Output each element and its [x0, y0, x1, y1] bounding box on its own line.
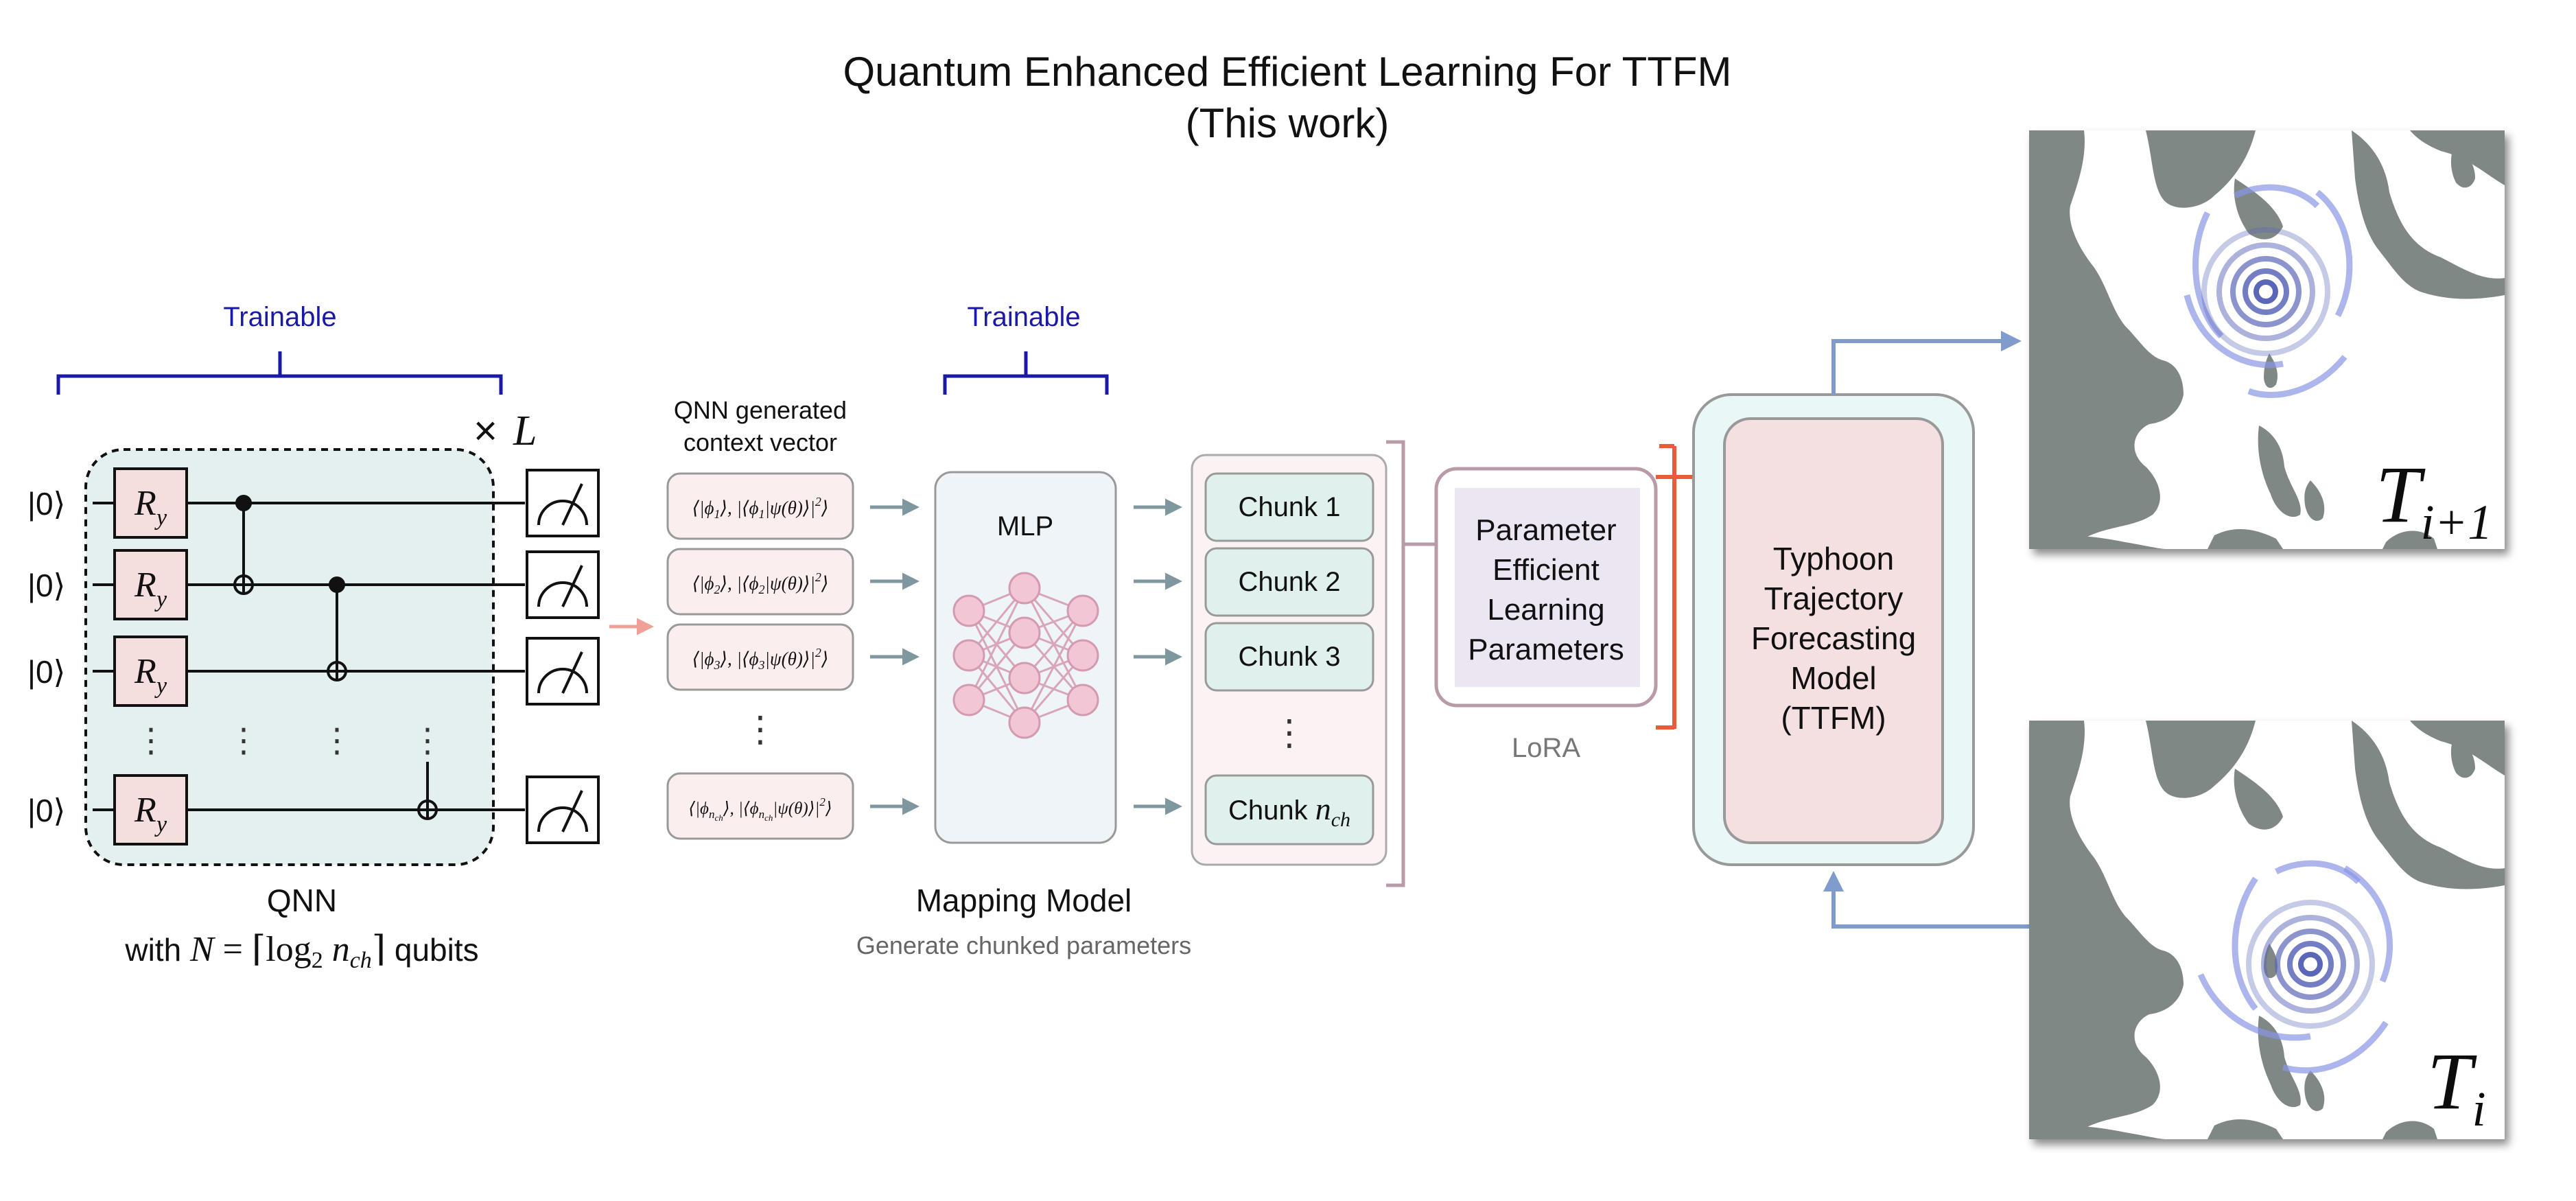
svg-text:R: R [134, 791, 156, 830]
cnot-gates [233, 495, 438, 820]
future-typhoon-map: Ti+1 [2029, 130, 2505, 550]
svg-text:Chunk nch: Chunk nch [1228, 791, 1350, 831]
pelp-line-1: Parameter [1475, 513, 1616, 547]
title-line-2: (This work) [1186, 100, 1390, 146]
context-label-2: context vector [683, 428, 837, 456]
svg-text:Chunk 1: Chunk 1 [1239, 492, 1341, 522]
ttfm-line-4: Model [1790, 660, 1876, 696]
svg-text:⟨|ϕ2⟩, |⟨ϕ2|ψ(θ)⟩|2⟩: ⟨|ϕ2⟩, |⟨ϕ2|ψ(θ)⟩|2⟩ [692, 570, 829, 596]
svg-text:Chunk 2: Chunk 2 [1239, 567, 1341, 597]
measure-icons [526, 469, 600, 844]
ket-0-b: |0⟩ [27, 568, 65, 603]
repeat-times-sign: × [473, 408, 497, 454]
mapping-model-block: Trainable MLP Mapping Model Generate chu… [856, 302, 1191, 959]
chunk-1: Chunk 1 [1204, 472, 1374, 542]
ket-labels: |0⟩ |0⟩ |0⟩ |0⟩ [27, 486, 65, 828]
context-label-1: QNN generated [674, 396, 847, 424]
current-typhoon-map: Ti [2029, 721, 2505, 1139]
context-item-n: ⟨|ϕnch⟩, |⟨ϕnch|ψ(θ)⟩|2⟩ [666, 772, 854, 840]
qnn-trainable-label: Trainable [223, 302, 336, 332]
svg-text:y: y [154, 505, 167, 530]
svg-text:Ti+1: Ti+1 [2376, 450, 2492, 550]
measure-icon-1 [526, 469, 600, 537]
mlp-network-icon [952, 572, 1099, 739]
svg-text:⋮: ⋮ [227, 723, 260, 759]
svg-text:⟨|ϕnch⟩, |⟨ϕnch|ψ(θ)⟩|2⟩: ⟨|ϕnch⟩, |⟨ϕnch|ψ(θ)⟩|2⟩ [688, 795, 832, 823]
ket-0-d: |0⟩ [27, 793, 65, 828]
future-time-subscript: i+1 [2421, 495, 2493, 550]
ttfm-block: Typhoon Trajectory Forecasting Model (TT… [1692, 393, 1975, 866]
measure-icon-2 [526, 550, 600, 619]
context-vector-block: QNN generated context vector ⟨|ϕ1⟩, |⟨ϕ1… [666, 396, 854, 840]
ket-0-a: |0⟩ [27, 486, 65, 522]
svg-text:⋮: ⋮ [411, 723, 444, 759]
mapping-subcaption: Generate chunked parameters [856, 931, 1191, 959]
context-item-1: ⟨|ϕ1⟩, |⟨ϕ1|ψ(θ)⟩|2⟩ [666, 472, 854, 540]
qnn-block: Trainable × L |0⟩ |0⟩ |0⟩ |0⟩ R y R y [27, 302, 600, 973]
ttfm-line-1: Typhoon [1773, 541, 1894, 576]
context-vdots: ⋮ [742, 710, 778, 749]
ry-gate-3: R y [113, 636, 188, 707]
pelp-line-4: Parameters [1468, 633, 1624, 666]
svg-text:y: y [154, 587, 167, 612]
mapping-caption: Mapping Model [916, 883, 1132, 918]
qnn-caption: QNN [267, 883, 337, 918]
current-map-to-ttfm-arrow [1823, 871, 2029, 929]
ttfm-to-future-map-arrow [1831, 331, 2022, 395]
mapping-trainable-bracket [943, 351, 1109, 395]
ket-0-c: |0⟩ [27, 654, 65, 690]
context-to-mlp-arrows [870, 498, 920, 815]
qnn-vdots: ⋮ ⋮ ⋮ ⋮ [134, 723, 444, 759]
future-time-label: T [2376, 450, 2426, 539]
pelp-line-3: Learning [1487, 593, 1604, 627]
context-item-2: ⟨|ϕ2⟩, |⟨ϕ2|ψ(θ)⟩|2⟩ [666, 548, 854, 616]
ttfm-line-5: (TTFM) [1781, 700, 1886, 736]
chunk-n: Chunk nch [1204, 774, 1374, 846]
title-line-1: Quantum Enhanced Efficient Learning For … [843, 49, 1731, 95]
ttfm-line-3: Forecasting [1751, 620, 1916, 656]
svg-text:R: R [134, 565, 156, 605]
chunks-bracket [1386, 440, 1436, 887]
mlp-box [934, 471, 1117, 844]
pelp-line-2: Efficient [1492, 553, 1600, 587]
svg-text:R: R [134, 652, 156, 691]
mlp-to-chunks-arrows [1134, 498, 1182, 815]
chunks-panel: Chunk 1 Chunk 2 Chunk 3 ⋮ Chunk nch [1191, 454, 1387, 866]
measure-icon-4 [526, 776, 600, 844]
svg-text:⋮: ⋮ [134, 723, 167, 759]
svg-text:⟨|ϕ3⟩, |⟨ϕ3|ψ(θ)⟩|2⟩: ⟨|ϕ3⟩, |⟨ϕ3|ψ(θ)⟩|2⟩ [692, 646, 829, 672]
ry-gate-2: R y [113, 549, 188, 620]
chunk-3: Chunk 3 [1204, 622, 1374, 692]
qnn-trainable-bracket [56, 351, 503, 395]
ry-gate-1: R y [113, 467, 188, 539]
context-item-3: ⟨|ϕ3⟩, |⟨ϕ3|ψ(θ)⟩|2⟩ [666, 623, 854, 691]
svg-text:⋮: ⋮ [320, 723, 353, 759]
svg-text:y: y [154, 673, 167, 699]
current-time-label: T [2427, 1036, 2477, 1126]
svg-text:y: y [154, 812, 167, 837]
repeat-L: L [513, 408, 537, 454]
lora-caption: LoRA [1512, 733, 1580, 763]
mlp-label: MLP [997, 511, 1053, 541]
svg-text:R: R [134, 484, 156, 523]
qnn-subcaption: with N = ⌈log2 nch⌉ qubits [124, 930, 478, 973]
lora-bracket [1656, 444, 1726, 730]
measure-icon-3 [526, 637, 600, 706]
ttfm-line-2: Trajectory [1764, 581, 1904, 616]
pelp-block: Parameter Efficient Learning Parameters … [1434, 467, 1658, 763]
svg-text:Ti: Ti [2427, 1036, 2486, 1136]
svg-text:Chunk 3: Chunk 3 [1239, 642, 1341, 672]
svg-text:⟨|ϕ1⟩, |⟨ϕ1|ψ(θ)⟩|2⟩: ⟨|ϕ1⟩, |⟨ϕ1|ψ(θ)⟩|2⟩ [692, 495, 829, 521]
ttfm-inner-box [1723, 417, 1944, 844]
pelp-inner-box [1455, 488, 1640, 687]
mapping-trainable-label: Trainable [967, 302, 1080, 332]
current-time-subscript: i [2472, 1082, 2486, 1136]
chunk-2: Chunk 2 [1204, 547, 1374, 617]
ry-gate-4: R y [113, 774, 188, 846]
chunks-vdots: ⋮ [1272, 713, 1307, 753]
